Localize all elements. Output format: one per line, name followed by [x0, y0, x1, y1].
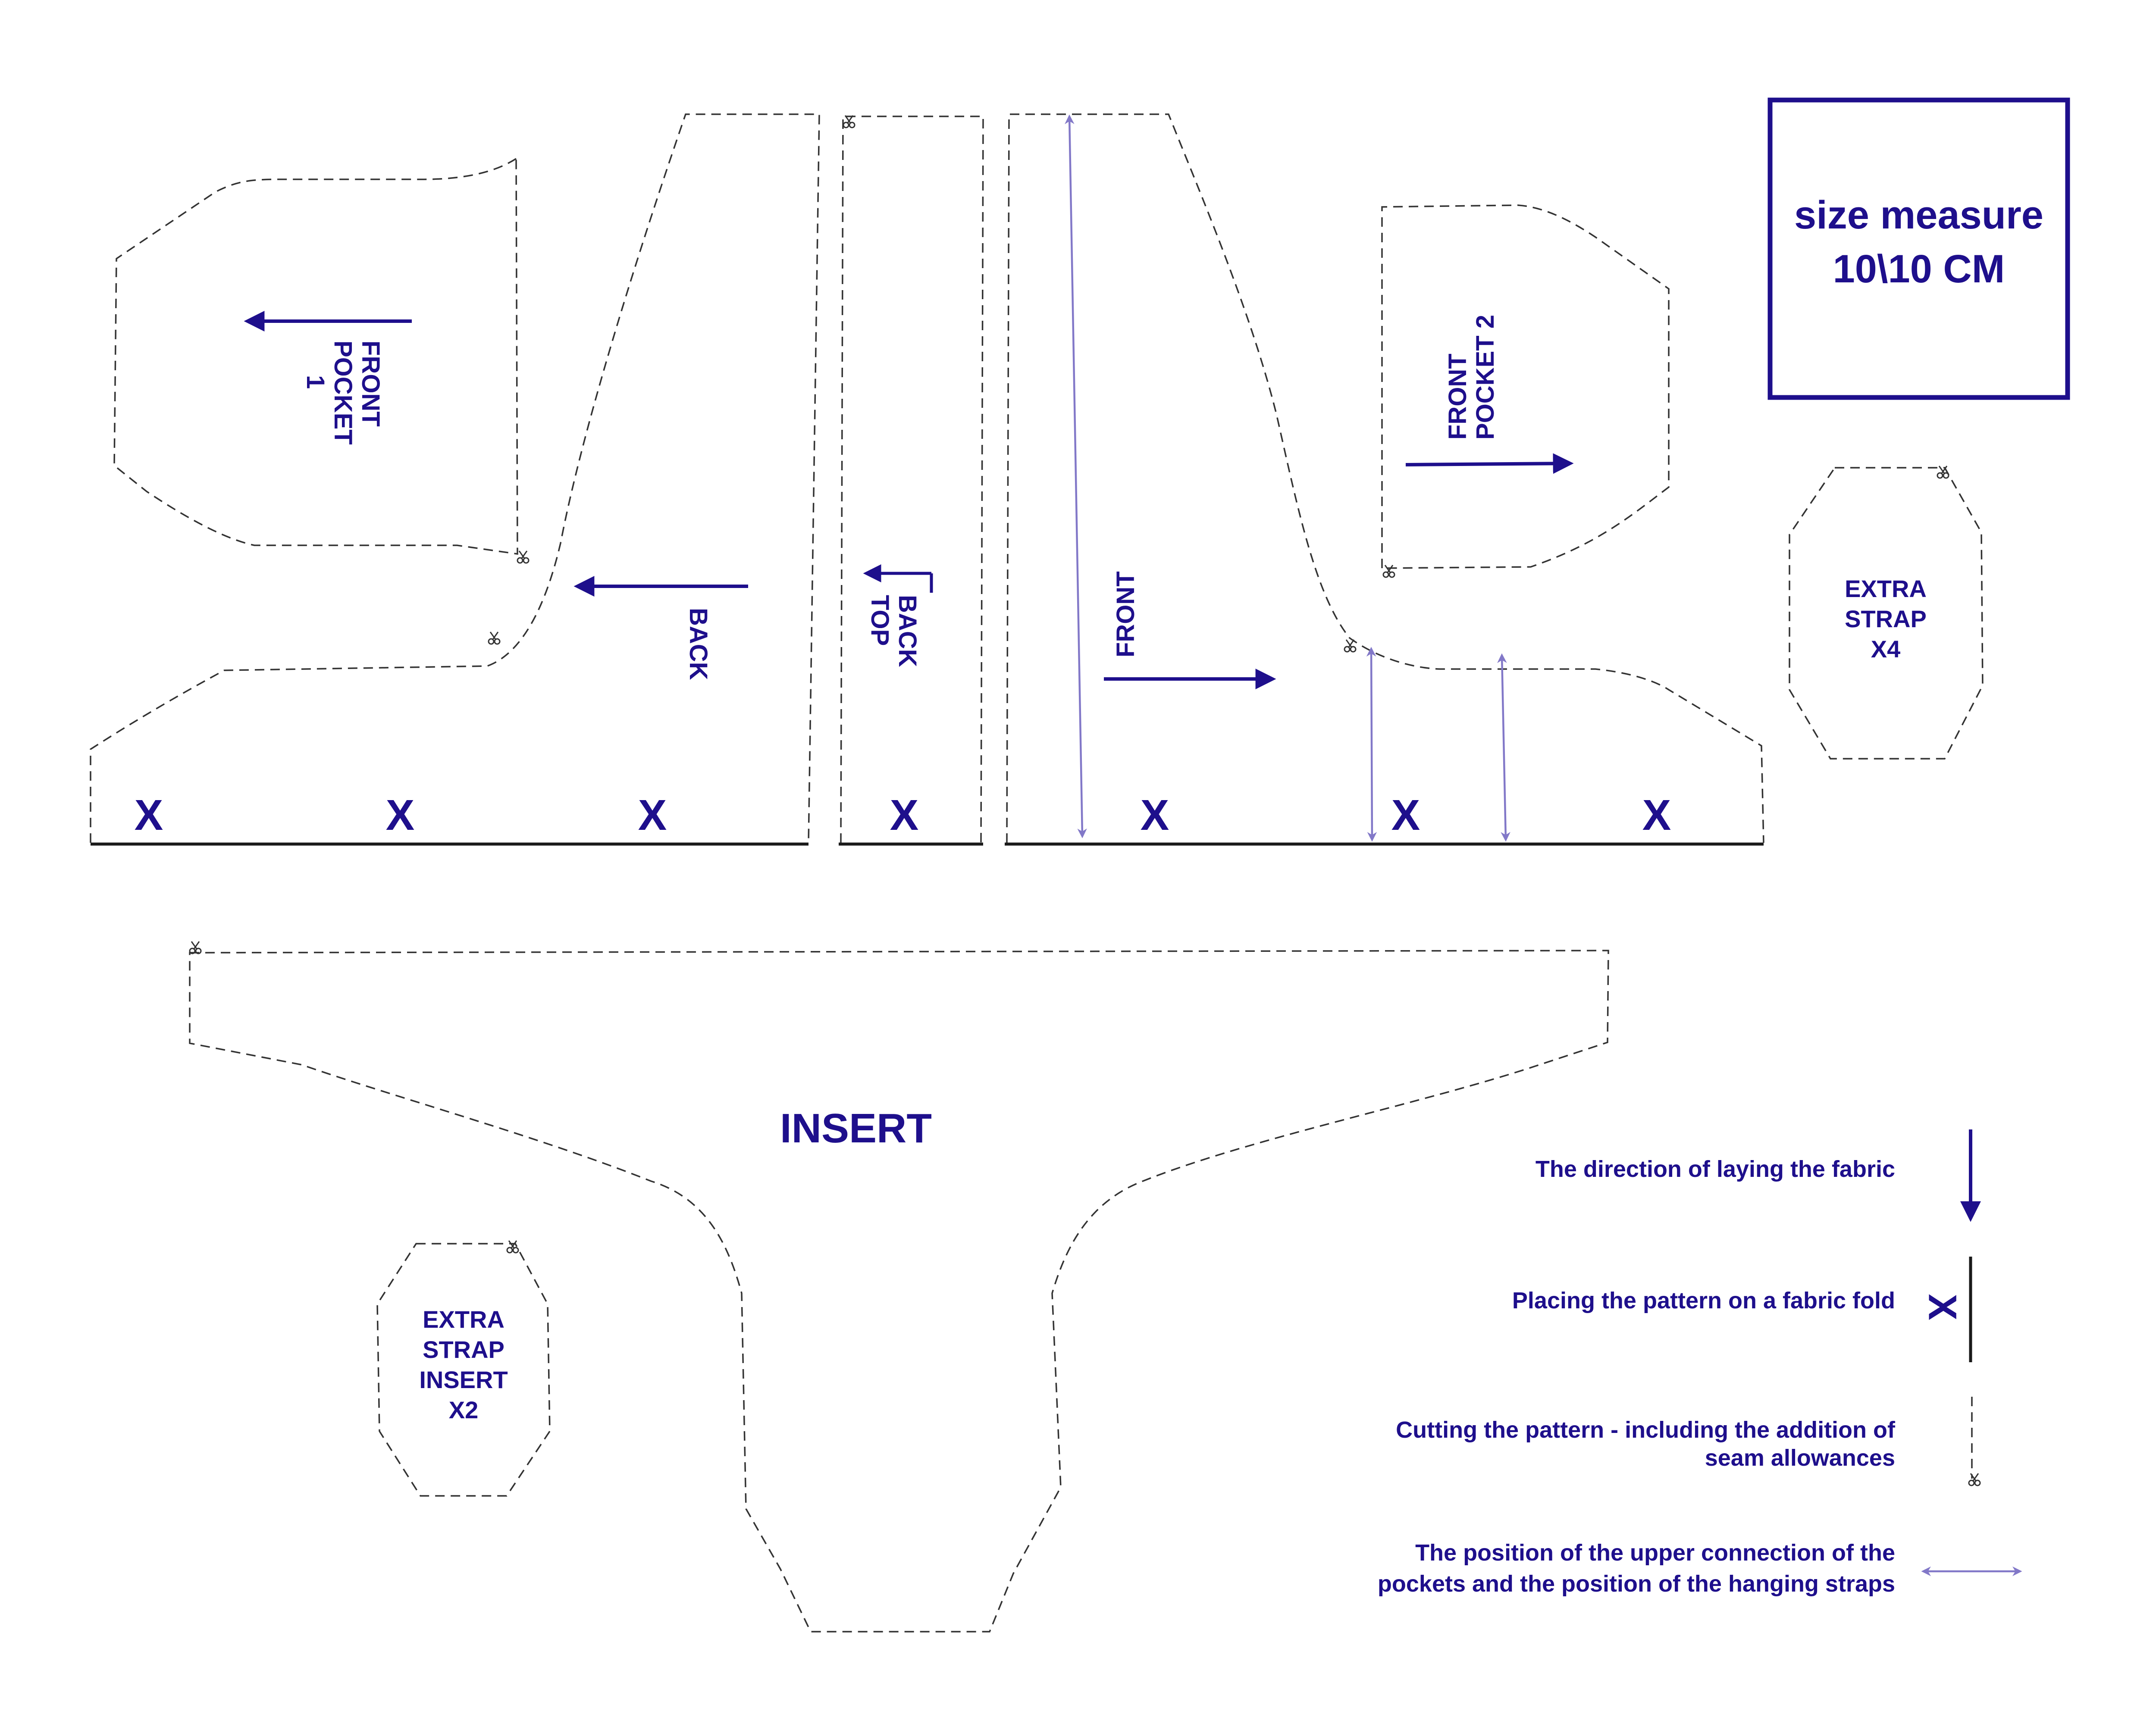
double-arrow-icon [1497, 653, 1510, 842]
front-pocket-1-line2: POCKET [329, 341, 357, 445]
back-outline [90, 113, 820, 843]
fold-mark-x: X [386, 791, 415, 839]
extra-strap-line1: EXTRA [1845, 575, 1927, 602]
back-top-outline [840, 116, 984, 843]
arrow-right-icon [1405, 453, 1574, 474]
scissors-icon [843, 115, 856, 128]
back-label: BACK [684, 608, 712, 680]
legend-fold-text: Placing the pattern on a fabric fold [1512, 1288, 1895, 1314]
double-arrow-icon [1065, 114, 1087, 838]
extra-strap-line2: STRAP [1845, 605, 1927, 632]
front-pocket-1-outline [113, 157, 518, 555]
fold-x-icon: X [1921, 1294, 1965, 1320]
fold-mark-x: X [1642, 791, 1671, 839]
legend-position-line2: pockets and the position of the hanging … [1378, 1571, 1895, 1597]
legend: The direction of laying the fabric Placi… [1378, 1129, 2022, 1597]
front-pocket-1-line3: 1 [301, 375, 329, 389]
fold-mark-x: X [135, 791, 163, 839]
legend-cutting-line2: seam allowances [1705, 1445, 1895, 1471]
extra-strap-insert-outline [376, 1243, 551, 1497]
extra-strap-insert-line4: X2 [449, 1396, 479, 1423]
scissors-icon [488, 631, 501, 645]
scissors-icon [189, 941, 202, 954]
legend-position-line1: The position of the upper connection of … [1415, 1540, 1895, 1566]
size-measure-line1: size measure [1794, 193, 2043, 237]
double-arrow-icon [1366, 647, 1377, 842]
extra-strap-outline [1789, 467, 1984, 760]
front-label: FRONT [1112, 571, 1140, 657]
fold-mark-x: X [1391, 791, 1420, 839]
insert-outline [189, 950, 1609, 1633]
size-measure-box [1767, 97, 2070, 400]
scissors-icon [517, 550, 530, 564]
scissors-icon [1968, 1473, 1981, 1486]
insert-label: INSERT [780, 1105, 932, 1151]
extra-strap-insert-line3: INSERT [419, 1366, 508, 1393]
extra-strap-insert-line1: EXTRA [423, 1306, 505, 1333]
size-measure-line2: 10\10 CM [1833, 247, 2005, 291]
back-top-line1: BACK [893, 595, 921, 667]
front-pocket-2-outline [1381, 204, 1670, 569]
fold-mark-x: X [638, 791, 667, 839]
front-pocket-2-line1: FRONT [1444, 353, 1472, 440]
legend-cutting-line1: Cutting the pattern - including the addi… [1396, 1417, 1896, 1443]
extra-strap-line3: X4 [1871, 635, 1901, 663]
extra-strap-insert-line2: STRAP [423, 1336, 505, 1363]
front-outline [1006, 113, 1764, 843]
fold-mark-x: X [1141, 791, 1169, 839]
back-top-line2: TOP [866, 595, 894, 646]
fold-mark-x: X [890, 791, 919, 839]
legend-direction-text: The direction of laying the fabric [1536, 1156, 1895, 1182]
scissors-icon [1382, 564, 1395, 578]
front-pocket-1-line1: FRONT [357, 341, 385, 427]
front-pocket-2-line2: POCKET 2 [1471, 315, 1499, 440]
